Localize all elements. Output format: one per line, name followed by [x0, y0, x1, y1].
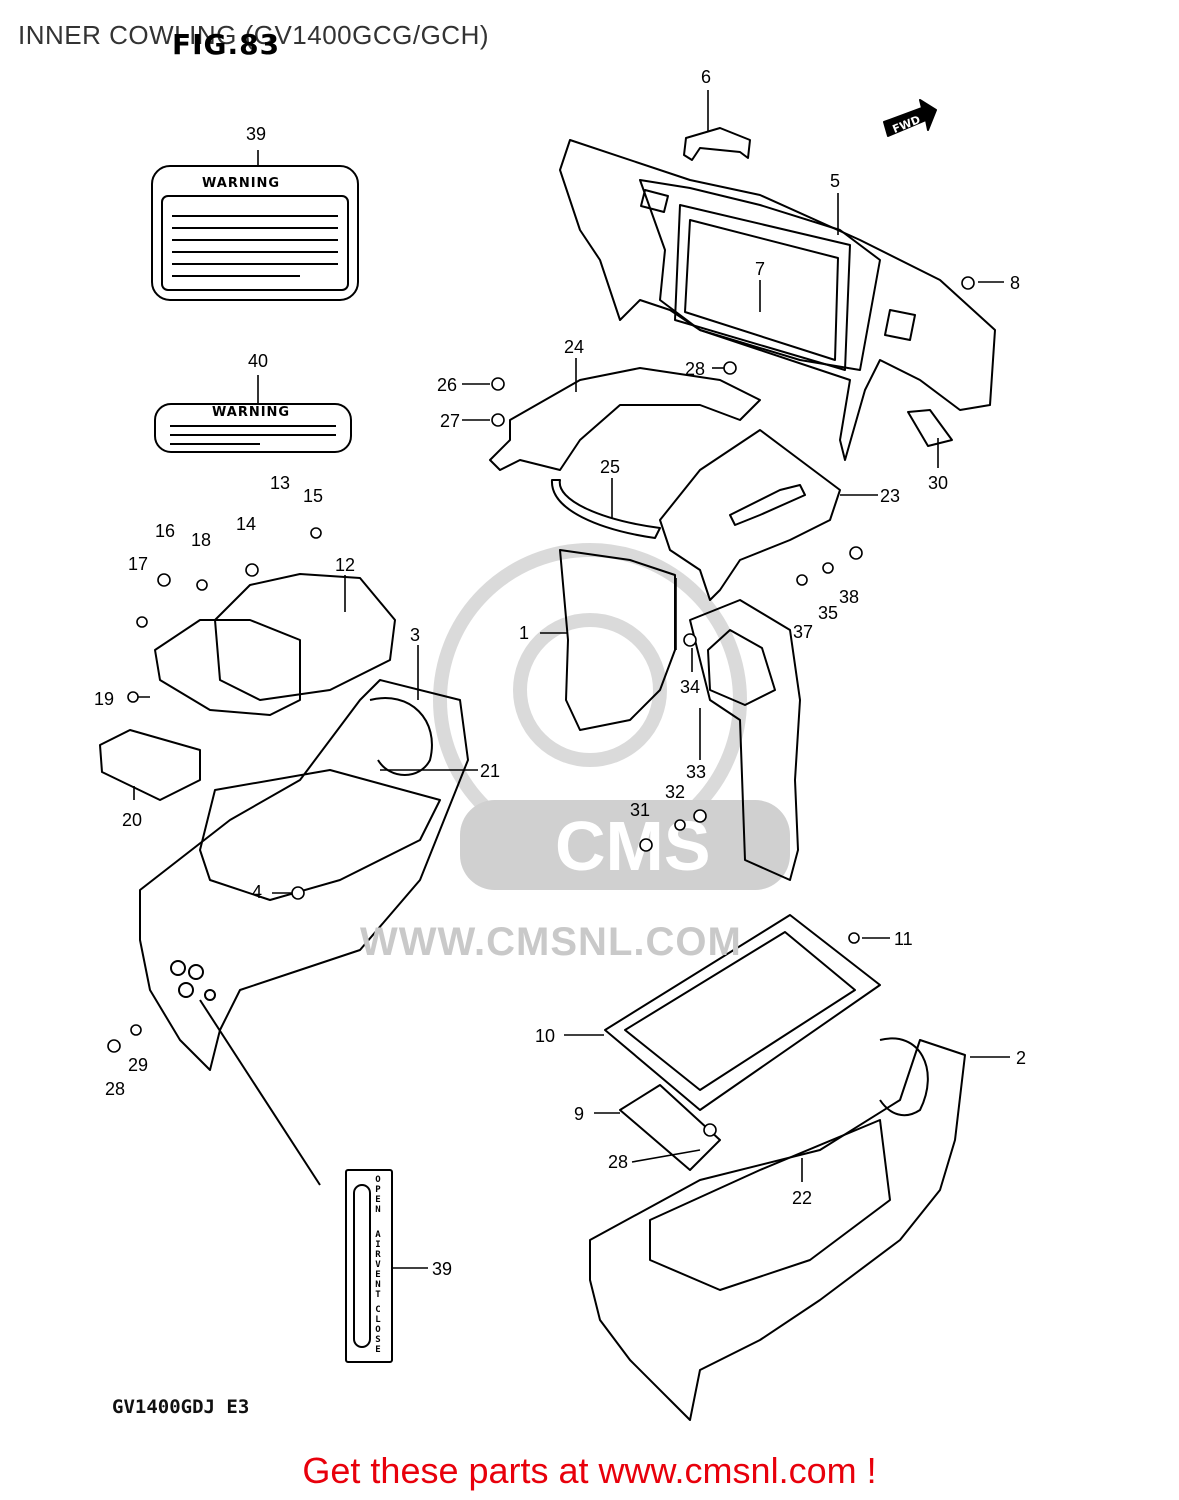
callout-19: 19	[94, 689, 115, 709]
callout-24: 24	[564, 337, 585, 357]
callout-28-left: 28	[105, 1079, 126, 1099]
lower-cover-24	[489, 367, 761, 471]
callout-14: 14	[236, 514, 257, 534]
callout-35: 35	[818, 603, 839, 623]
cms-watermark-letters	[460, 800, 790, 890]
fwd-arrow	[883, 99, 937, 137]
callout-29: 29	[128, 1055, 149, 1075]
callout-10: 10	[535, 1026, 556, 1046]
cover-30	[907, 409, 953, 447]
callout-12: 12	[335, 555, 356, 575]
watermark-url: WWW.CMSNL.COM	[360, 920, 742, 964]
instrument-panel-5	[559, 139, 996, 461]
warning-label-38	[151, 165, 359, 301]
callout-9: 9	[574, 1104, 585, 1124]
callout-23: 23	[880, 486, 901, 506]
airvent-label-40	[345, 1169, 393, 1363]
callout-25: 25	[600, 457, 621, 477]
warning-38-text: WARNING	[202, 176, 281, 191]
callout-17: 17	[128, 554, 149, 574]
callout-2: 2	[1016, 1048, 1027, 1068]
callout-20: 20	[122, 810, 143, 830]
lid-12	[154, 573, 396, 716]
warning-39-text: WARNING	[212, 405, 291, 420]
callout-7: 7	[755, 259, 766, 279]
callout-11: 11	[894, 929, 913, 949]
callout-38: 39	[246, 124, 267, 144]
callout-22: 22	[792, 1188, 813, 1208]
figure-label: FIG.83	[172, 28, 281, 61]
cover-23	[659, 429, 841, 601]
bracket-6	[683, 127, 751, 161]
callout-27: 27	[440, 411, 461, 431]
callout-15: 15	[303, 486, 324, 506]
panel-1	[559, 549, 676, 731]
part-20	[99, 729, 201, 801]
callout-1: 1	[519, 623, 530, 643]
inner-cowl-3	[139, 679, 469, 1186]
callout-3: 3	[410, 625, 421, 645]
fasteners	[107, 276, 975, 1137]
callout-32: 32	[665, 782, 686, 802]
side-cover-33	[689, 599, 801, 881]
footer-cta-link[interactable]: Get these parts at www.cmsnl.com !	[302, 1450, 877, 1491]
tray-9	[619, 1084, 721, 1171]
callout-28-bottom: 28	[608, 1152, 629, 1172]
model-code: GV1400GDJ E3	[112, 1396, 250, 1418]
callout-33: 33	[686, 762, 707, 782]
hose-25	[550, 479, 661, 539]
inner-cowl-2	[589, 1037, 966, 1421]
callout-16: 16	[155, 521, 176, 541]
callout-39: 40	[248, 351, 269, 371]
callout-26: 26	[437, 375, 458, 395]
callout-31: 31	[630, 800, 651, 820]
callout-4: 4	[252, 882, 263, 902]
callout-37: 38	[839, 587, 860, 607]
callout-36: 37	[793, 622, 814, 642]
callout-8: 8	[1010, 273, 1021, 293]
callout-18: 18	[191, 530, 212, 550]
callout-21: 21	[480, 761, 501, 781]
callout-13: 13	[270, 473, 291, 493]
callout-5: 5	[830, 171, 841, 191]
callout-40: 39	[432, 1259, 453, 1279]
callout-34: 34	[680, 677, 701, 697]
cms-watermark-word: CMS	[555, 807, 711, 885]
warning-label-39	[154, 403, 352, 453]
lid-10	[604, 914, 881, 1111]
leader-lines	[130, 90, 1010, 1269]
callout-30: 30	[928, 473, 949, 493]
callout-28-top: 28	[685, 359, 706, 379]
callout-6: 6	[701, 67, 712, 87]
page-title: INNER COWLING (GV1400GCG/GCH)	[18, 20, 490, 50]
